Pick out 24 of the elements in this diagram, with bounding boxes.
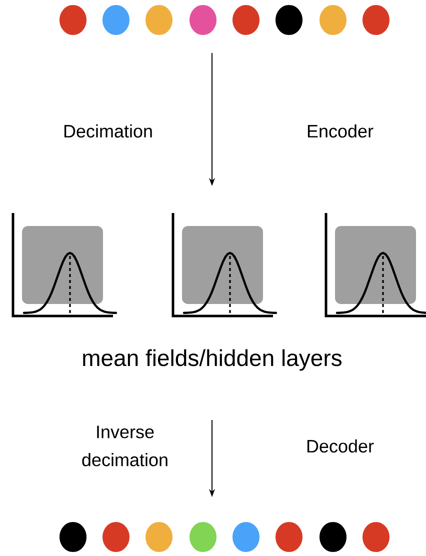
dot [232, 522, 260, 552]
dot [146, 522, 172, 552]
dot [190, 522, 216, 552]
dot [320, 522, 346, 552]
label: Decimation [64, 124, 152, 138]
dot [102, 522, 130, 552]
gaussian-plot-drawing [172, 213, 278, 318]
dot [276, 5, 302, 35]
label: Decoder [307, 439, 374, 453]
dot [60, 522, 86, 552]
dot [276, 522, 302, 552]
dot [232, 5, 260, 35]
dot [146, 5, 172, 35]
dot [320, 5, 346, 35]
label: Encoder [308, 124, 374, 138]
gaussian-plot-drawing [12, 213, 118, 318]
dot [190, 5, 216, 35]
label: Inverse decimation [82, 426, 168, 466]
dot [362, 522, 390, 552]
dot [102, 5, 130, 35]
dot [60, 5, 86, 35]
label: mean fields/hidden layers [83, 349, 342, 371]
gaussian-plot-drawing [324, 213, 426, 318]
dot [362, 5, 390, 35]
